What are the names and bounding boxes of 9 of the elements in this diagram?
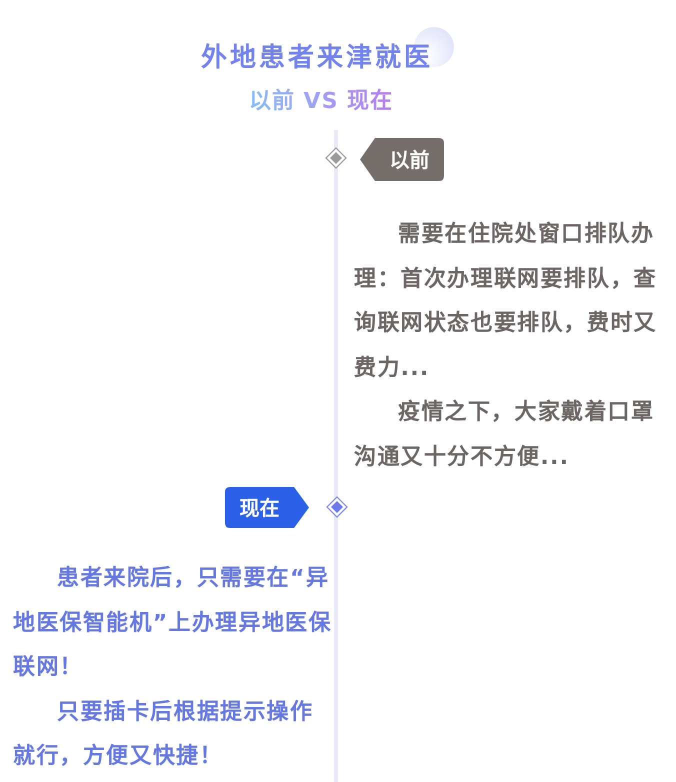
paragraph: 只要插卡后根据提示操作就行，方便又快捷！: [13, 698, 314, 772]
pointer-tag: [225, 487, 309, 528]
tag-text: 现在: [240, 494, 280, 520]
tag-text: 以前: [390, 146, 430, 172]
paragraph: 疫情之下，大家戴着口罩沟通又十分不方便...: [354, 398, 656, 472]
paragraph: 需要在住院处窗口排队办理：首次办理联网要排队，查询联网状态也要排队，费时又费力...: [354, 220, 658, 383]
pointer-tag: [360, 138, 444, 181]
paragraph: 患者来院后，只需要在“异地医保智能机”上办理异地医保联网！: [13, 564, 333, 682]
title: 外地患者来津就医: [201, 42, 433, 75]
